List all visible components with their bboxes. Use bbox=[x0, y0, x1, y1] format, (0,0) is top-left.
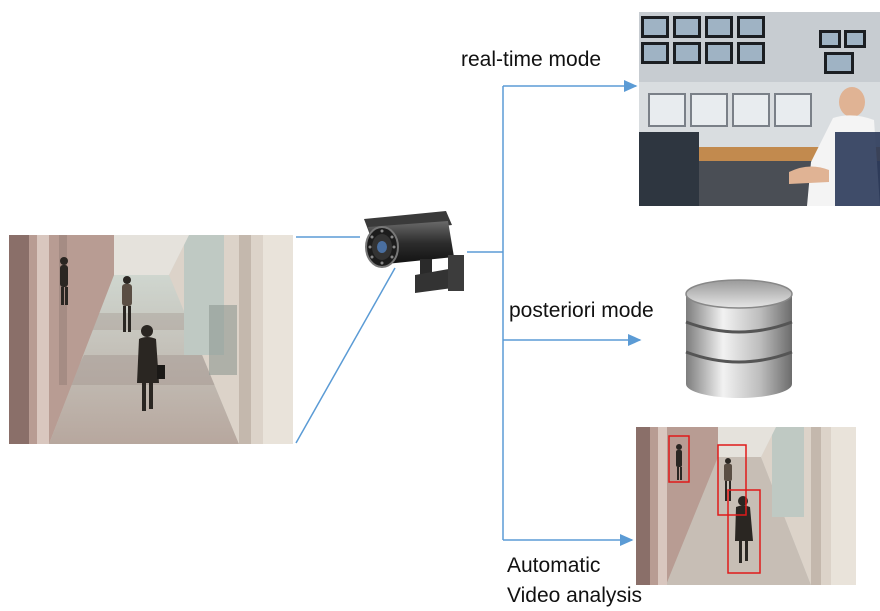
surveillance-camera-icon bbox=[364, 211, 464, 293]
database-icon bbox=[685, 279, 793, 398]
control-room-photo bbox=[639, 12, 880, 206]
corridor-photo bbox=[9, 235, 293, 444]
posteriori-mode-label: posteriori mode bbox=[509, 299, 654, 322]
detection-box bbox=[668, 435, 690, 483]
detection-box bbox=[727, 489, 761, 574]
detection-box bbox=[717, 444, 747, 516]
automatic-analysis-label-line2: Video analysis bbox=[507, 584, 643, 607]
analysis-photo bbox=[636, 427, 856, 585]
automatic-analysis-label-line1: Automatic bbox=[507, 554, 601, 577]
realtime-mode-label: real-time mode bbox=[461, 48, 602, 71]
